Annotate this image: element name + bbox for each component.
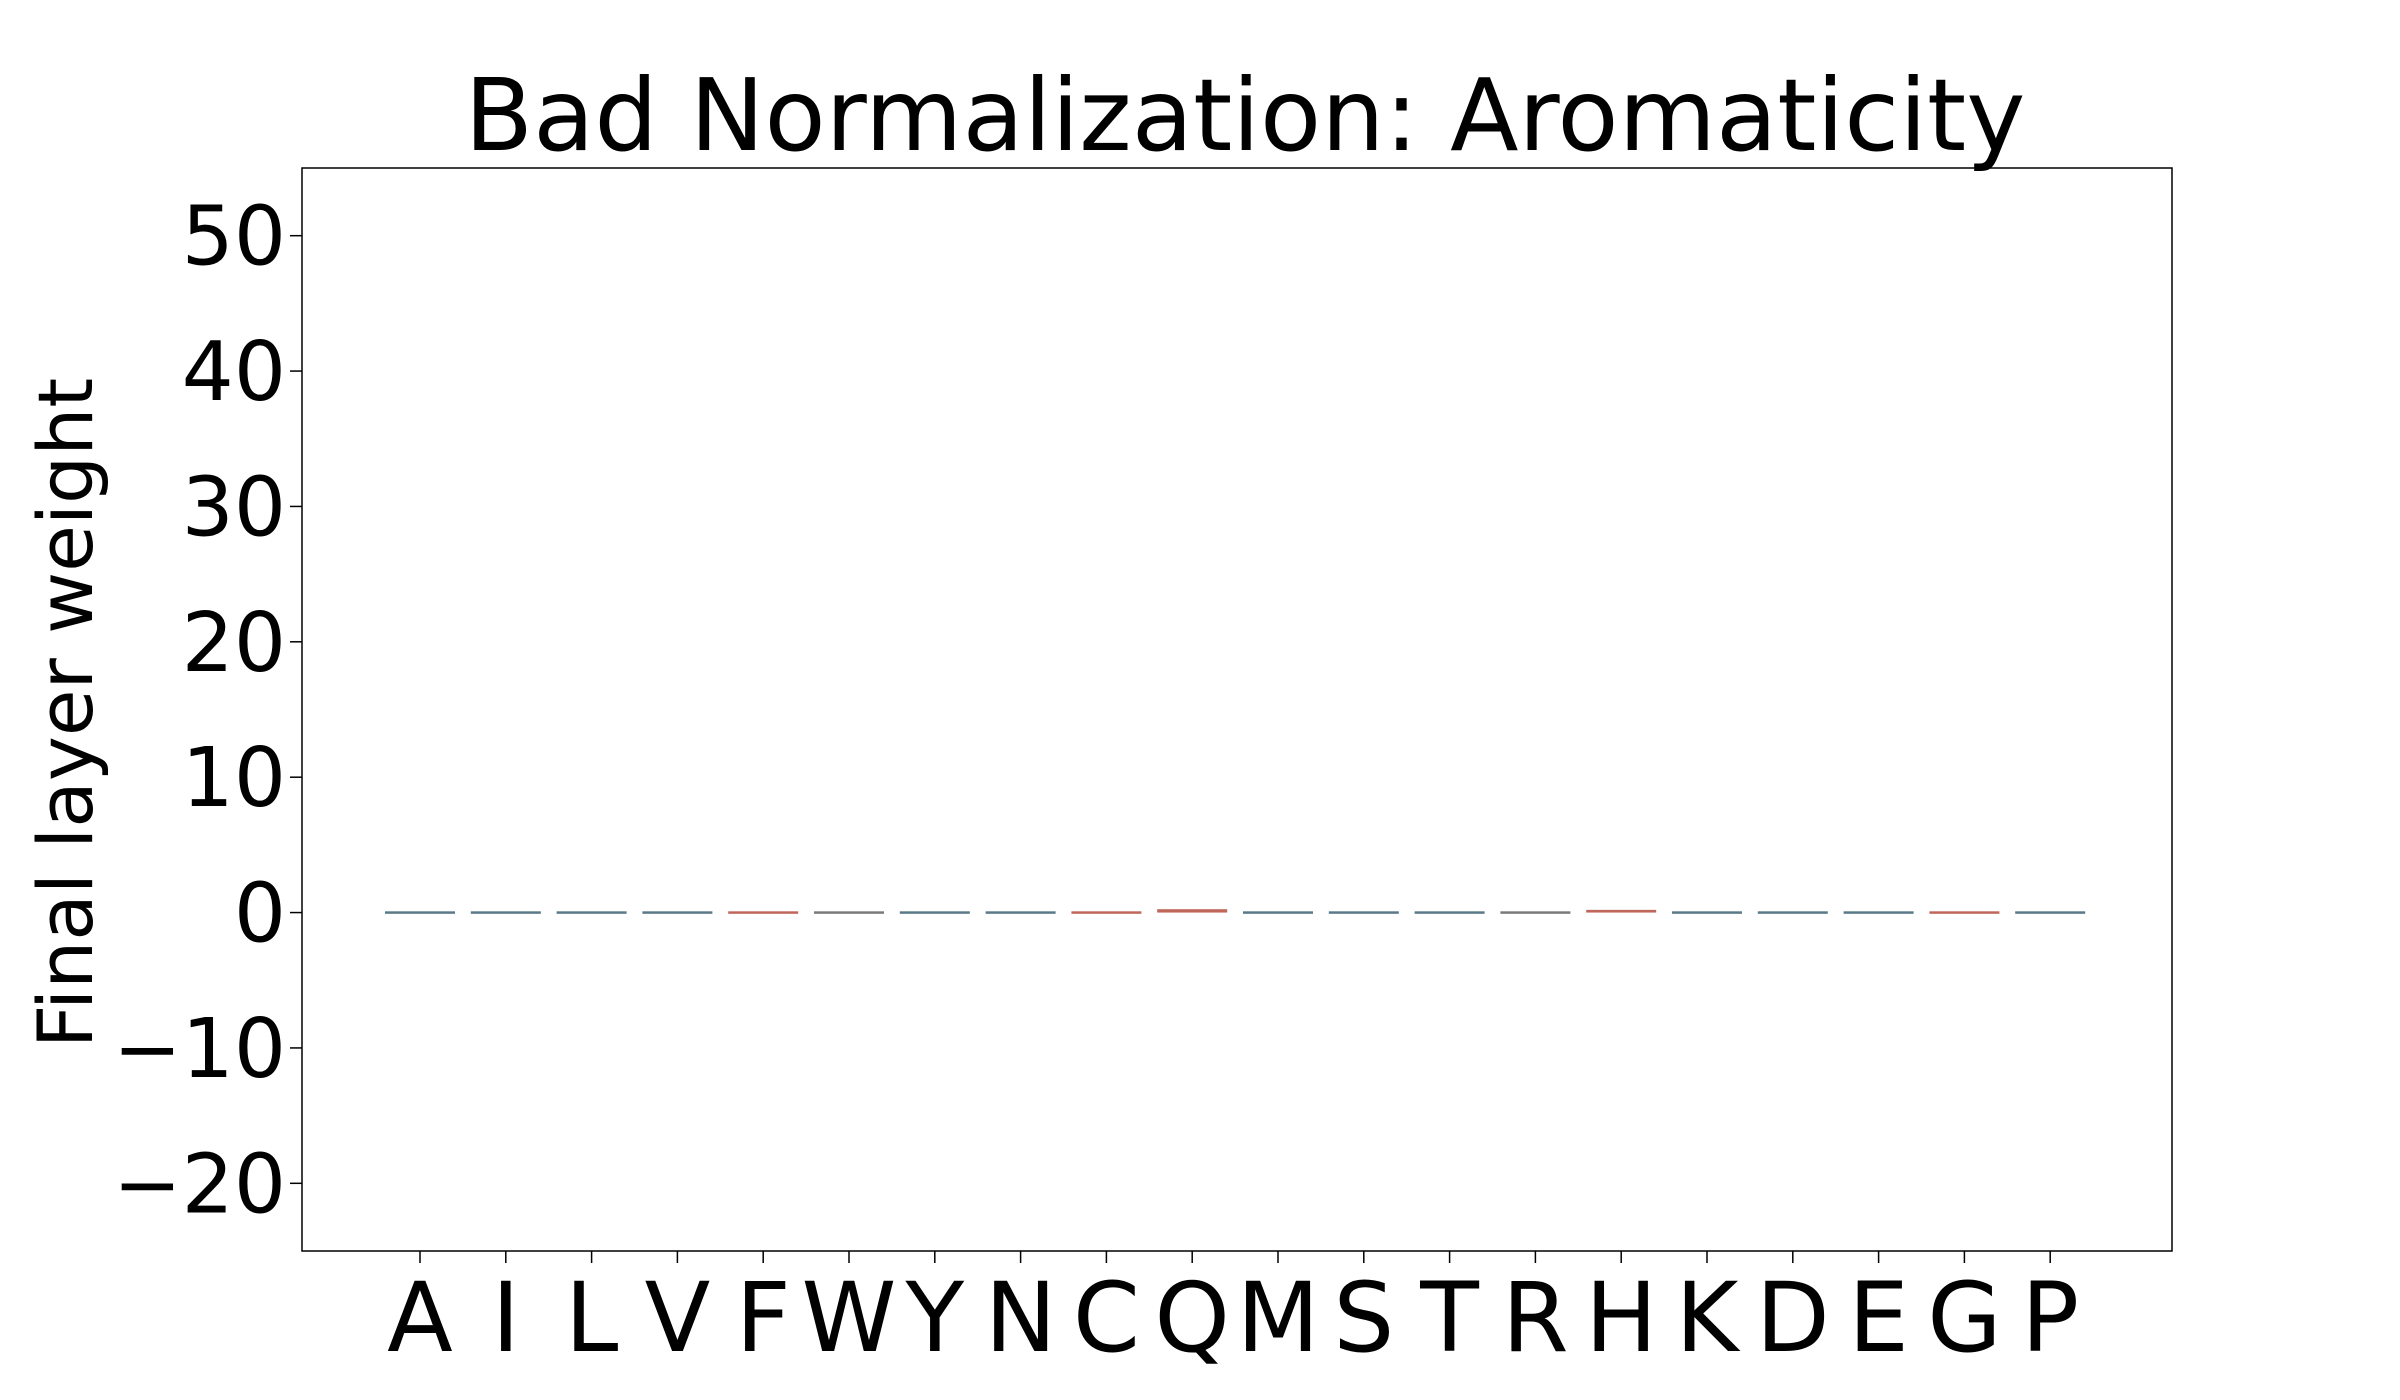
x-tick-label: C: [1073, 1262, 1140, 1374]
bar-L: [556, 911, 627, 914]
bar-S: [1328, 911, 1399, 914]
x-tick-label: T: [1419, 1262, 1479, 1374]
y-axis-ticks: 50 40 30 20 10 0 −10 −20: [113, 190, 302, 1232]
x-tick-label: W: [802, 1262, 897, 1374]
y-tick-label: 10: [182, 731, 286, 826]
bar-T: [1414, 911, 1485, 914]
x-tick-label: L: [565, 1262, 618, 1374]
bar-Y: [899, 911, 970, 914]
bar-H: [1586, 909, 1657, 913]
bar-C: [1071, 911, 1142, 914]
x-tick-label: E: [1848, 1262, 1909, 1374]
bar-N: [985, 911, 1056, 914]
bars: [385, 909, 2086, 914]
bar-M: [1243, 911, 1313, 914]
bar-V: [642, 911, 713, 914]
x-tick-label: F: [736, 1262, 791, 1374]
y-tick-label: 20: [182, 596, 286, 691]
x-tick-label: Q: [1154, 1262, 1230, 1374]
bar-A: [385, 911, 455, 914]
plot-area: [301, 167, 2173, 1252]
x-tick-label: V: [645, 1262, 711, 1374]
x-tick-label: G: [1927, 1262, 2001, 1374]
x-tick-label: K: [1676, 1262, 1741, 1374]
y-tick-label: 40: [182, 325, 286, 420]
bar-R: [1500, 911, 1571, 914]
chart-title: Bad Normalization: Aromaticity: [465, 57, 2026, 174]
x-tick-label: S: [1333, 1262, 1394, 1374]
bar-K: [1672, 911, 1742, 914]
bar-E: [1843, 911, 1914, 914]
x-tick-label: H: [1585, 1262, 1657, 1374]
bar-P: [2015, 911, 2086, 914]
bar-I: [470, 911, 541, 914]
x-tick-label: R: [1502, 1262, 1569, 1374]
x-tick-label: A: [387, 1262, 453, 1374]
bar-G: [1929, 911, 2000, 914]
x-tick-label: N: [985, 1262, 1057, 1374]
bar-D: [1757, 911, 1828, 914]
y-tick-label: 30: [182, 460, 286, 555]
x-tick-label: D: [1756, 1262, 1830, 1374]
bar-W: [814, 911, 884, 914]
x-tick-label: I: [492, 1262, 520, 1374]
y-tick-label: 0: [234, 867, 286, 962]
y-tick-label: −20: [113, 1137, 286, 1232]
y-tick-label: −10: [113, 1002, 286, 1097]
y-axis-label: Final layer weight: [21, 378, 110, 1048]
bar-F: [728, 911, 799, 914]
y-tick-label: 50: [182, 190, 286, 285]
x-tick-label: M: [1237, 1262, 1320, 1374]
x-tick-label: Y: [904, 1262, 964, 1374]
bar-Q: [1157, 909, 1228, 913]
x-tick-label: P: [2021, 1262, 2079, 1374]
